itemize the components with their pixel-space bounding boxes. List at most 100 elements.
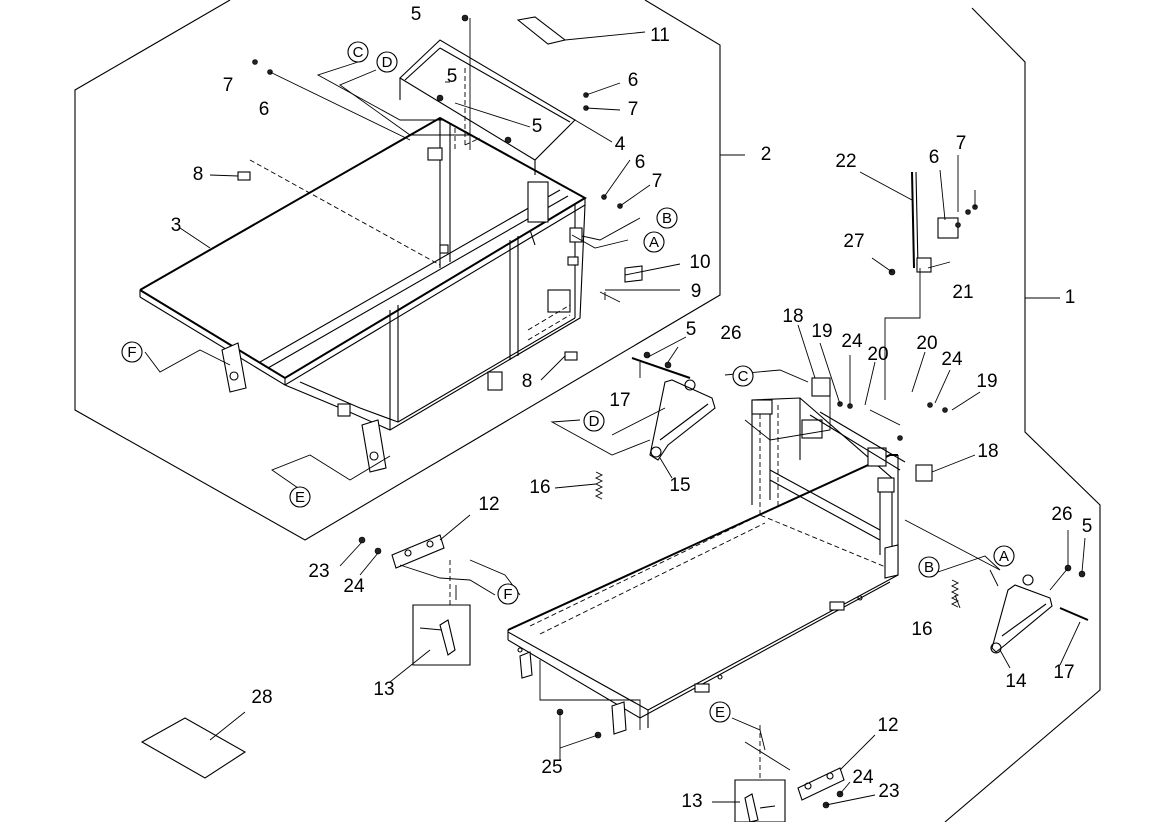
part-label-5-stay-left: 5 <box>686 319 697 340</box>
part-label-7-mid: 7 <box>652 171 663 192</box>
part-label-14: 14 <box>1005 671 1027 692</box>
part-label-18-top: 18 <box>782 306 803 327</box>
part-label-24-right: 24 <box>941 349 963 370</box>
hinge-12-right <box>797 767 845 801</box>
ref-marker-a-bottom: A <box>993 545 1015 567</box>
latch-13-right <box>734 779 786 822</box>
svg-text:D: D <box>589 413 600 430</box>
part-label-11: 11 <box>650 25 670 46</box>
part-label-3: 3 <box>171 215 182 236</box>
stay-15 <box>649 379 716 461</box>
part-label-4: 4 <box>615 134 626 155</box>
part-label-2: 2 <box>761 144 772 165</box>
part-label-28: 28 <box>251 687 272 708</box>
ref-marker-a-top: A <box>643 231 665 253</box>
bracket-18-top <box>811 377 831 397</box>
label-10 <box>624 265 643 283</box>
pad-8-top <box>237 171 251 181</box>
part-label-24-bottom: 24 <box>852 767 874 788</box>
part-label-17-left: 17 <box>609 390 630 411</box>
leader-lines-assembly-1 <box>209 155 1086 806</box>
part-label-8-bottom: 8 <box>522 371 533 392</box>
part-label-12-left: 12 <box>478 494 499 515</box>
svg-text:A: A <box>649 234 659 251</box>
bracket-18-right <box>915 464 933 482</box>
part-label-6-mid: 6 <box>635 152 646 173</box>
fasteners-assembly-1 <box>358 204 1086 809</box>
spring-16-left <box>594 471 604 500</box>
top-frame-3 <box>139 116 588 473</box>
part-label-6-stopper: 6 <box>929 147 940 168</box>
base-frame <box>507 397 906 735</box>
part-label-18-right: 18 <box>977 441 998 462</box>
part-label-16-left: 16 <box>529 477 550 498</box>
part-label-6-left: 6 <box>259 99 270 120</box>
svg-text:B: B <box>662 210 672 227</box>
part-label-17-right: 17 <box>1053 662 1074 683</box>
ref-marker-e-bottom: E <box>709 701 731 723</box>
part-label-7-left: 7 <box>223 75 234 96</box>
part-label-5-stay-right: 5 <box>1082 516 1093 537</box>
pin-17-left <box>631 357 691 379</box>
part-label-25: 25 <box>541 757 562 778</box>
part-label-10: 10 <box>689 252 710 273</box>
label-sheet-28 <box>140 717 247 779</box>
stopper-22 <box>911 171 959 273</box>
svg-text:F: F <box>127 344 136 361</box>
part-label-5-mid: 5 <box>532 116 543 137</box>
label-11 <box>516 16 567 45</box>
part-labels: 1 2 3 4 5 5 5 5 5 6 6 6 6 7 7 7 7 8 8 9 … <box>171 4 1093 812</box>
ref-marker-c-bottom: C <box>732 365 754 387</box>
part-label-9: 9 <box>691 281 702 302</box>
svg-text:D: D <box>382 54 393 71</box>
part-label-19-right: 19 <box>976 371 997 392</box>
ref-marker-b-top: B <box>656 207 678 229</box>
part-label-23-left: 23 <box>308 561 329 582</box>
part-label-7-stopper: 7 <box>956 133 967 154</box>
svg-text:B: B <box>924 559 934 576</box>
part-label-13-right: 13 <box>681 791 702 812</box>
part-label-12-right: 12 <box>877 715 898 736</box>
svg-text:E: E <box>715 704 725 721</box>
assembly-2-boundary <box>74 0 721 541</box>
part-label-6-plate: 6 <box>628 70 639 91</box>
svg-text:F: F <box>503 586 512 603</box>
part-label-5-plate: 5 <box>447 66 458 87</box>
part-label-5-top: 5 <box>411 4 422 25</box>
ref-marker-b-bottom: B <box>918 556 940 578</box>
part-label-20-top: 20 <box>867 344 888 365</box>
svg-text:E: E <box>295 489 305 506</box>
svg-text:C: C <box>738 368 749 385</box>
part-label-7-plate: 7 <box>628 99 639 120</box>
leader-lines-assembly-2 <box>144 18 745 489</box>
part-label-27: 27 <box>843 231 864 252</box>
spring-16-right <box>950 579 960 608</box>
part-label-8-top: 8 <box>193 164 204 185</box>
part-label-1: 1 <box>1065 287 1076 308</box>
ref-marker-e-top: E <box>289 486 311 508</box>
ref-marker-d-bottom: D <box>583 410 605 432</box>
ref-marker-d-top: D <box>376 51 398 73</box>
ref-marker-c-top: C <box>347 41 369 63</box>
hinge-12-left <box>391 534 445 569</box>
part-label-19-top: 19 <box>811 321 832 342</box>
part-label-20-right: 20 <box>916 333 937 354</box>
part-label-26-right: 26 <box>1051 504 1072 525</box>
part-label-24-top: 24 <box>841 331 863 352</box>
pad-8-bottom <box>564 351 578 361</box>
pin-17-right <box>1059 607 1089 621</box>
ref-marker-f-bottom: F <box>497 583 519 605</box>
part-label-23-right: 23 <box>878 781 899 802</box>
part-label-15: 15 <box>669 475 690 496</box>
part-label-13-left: 13 <box>373 679 394 700</box>
latch-13-left <box>412 604 471 666</box>
part-label-16-right: 16 <box>911 619 932 640</box>
part-label-26-left: 26 <box>720 323 741 344</box>
svg-text:C: C <box>353 44 364 61</box>
ref-marker-f-top: F <box>121 341 143 363</box>
assembly-1-boundary <box>944 7 1101 822</box>
reference-markers: C D B A F E C D <box>121 41 1015 723</box>
stay-14 <box>990 574 1053 654</box>
rear-plate-4 <box>399 39 576 175</box>
